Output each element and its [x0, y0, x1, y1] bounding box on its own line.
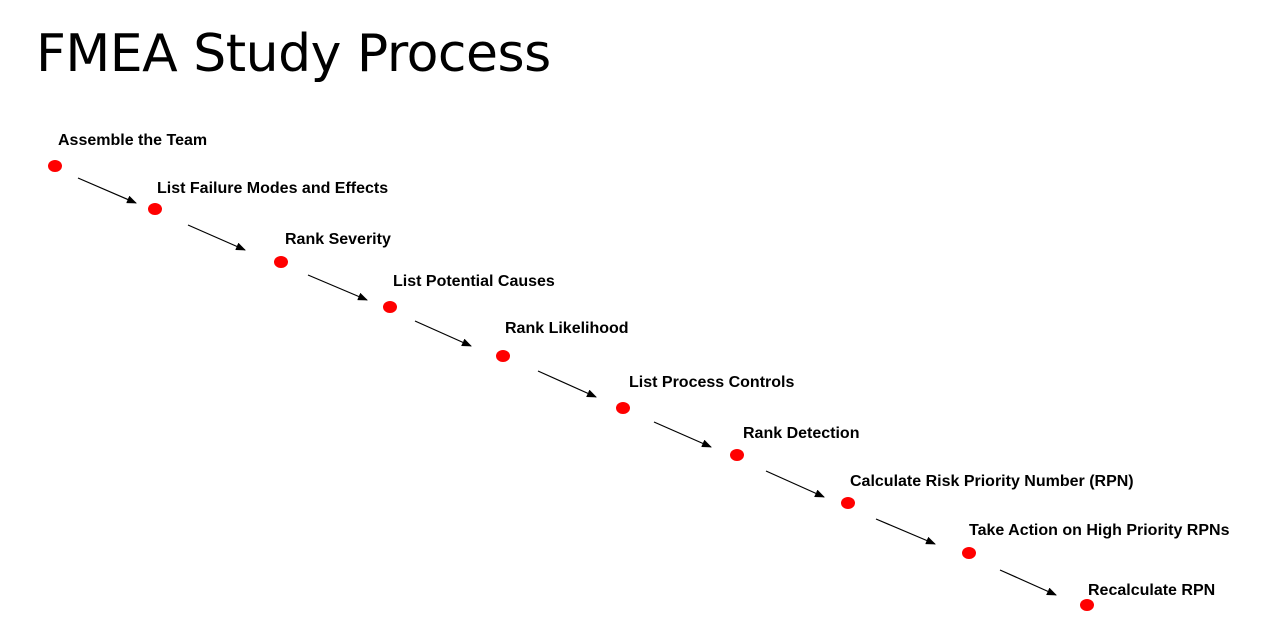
step-marker-dot — [730, 449, 744, 461]
step-label: Rank Detection — [743, 425, 860, 442]
page-title: FMEA Study Process — [36, 24, 551, 84]
step-marker-dot — [616, 402, 630, 414]
step-marker-dot — [841, 497, 855, 509]
step-arrow — [765, 470, 825, 498]
step-marker-dot — [148, 203, 162, 215]
step-label: Take Action on High Priority RPNs — [969, 522, 1230, 539]
step-arrow — [307, 274, 368, 301]
step-label: Calculate Risk Priority Number (RPN) — [850, 473, 1134, 490]
step-arrow — [187, 224, 246, 251]
step-marker-dot — [1080, 599, 1094, 611]
step-label: Rank Likelihood — [505, 320, 629, 337]
step-label: List Potential Causes — [393, 273, 555, 290]
step-label: List Failure Modes and Effects — [157, 180, 389, 197]
step-marker-dot — [48, 160, 62, 172]
step-arrow — [77, 177, 137, 204]
step-marker-dot — [274, 256, 288, 268]
step-marker-dot — [496, 350, 510, 362]
step-label: Assemble the Team — [58, 132, 208, 149]
step-arrow — [653, 421, 712, 448]
step-label: Recalculate RPN — [1088, 582, 1216, 599]
step-marker-dot — [383, 301, 397, 313]
step-label: List Process Controls — [629, 374, 795, 391]
step-arrow — [999, 569, 1057, 596]
step-label: Rank Severity — [285, 231, 391, 248]
step-marker-dot — [962, 547, 976, 559]
step-arrow — [875, 518, 936, 545]
step-arrow — [537, 370, 597, 398]
step-arrow — [414, 320, 472, 347]
